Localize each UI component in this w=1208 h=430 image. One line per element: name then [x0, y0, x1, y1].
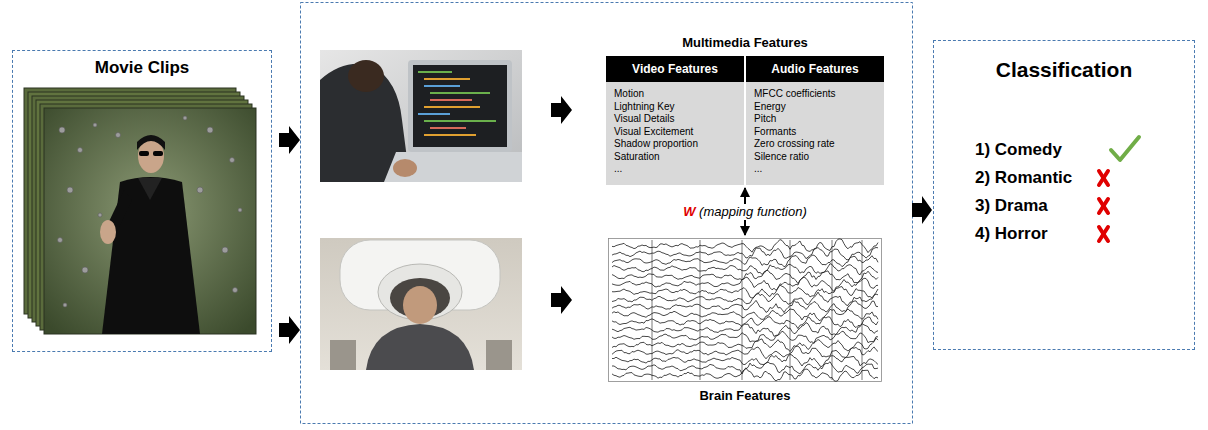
check-mark: [1111, 137, 1139, 160]
meg-scanner-photo: [320, 238, 522, 370]
edge-label: W (mapping function): [679, 204, 811, 220]
feature-table: Multimedia FeaturesVideo FeaturesAudio F…: [606, 32, 884, 187]
feature-item: Zero crossing rate: [754, 138, 882, 150]
output-panel: Classification 1) Comedy 2) Romantic 3) Dra…: [933, 40, 1195, 350]
column-header: Audio Features: [746, 62, 884, 76]
eeg-trace: [612, 368, 878, 381]
feature-item: Shadow proportion: [614, 138, 742, 150]
column-divider: [744, 56, 746, 185]
eeg-trace: [612, 255, 878, 267]
panel-caption: Brain Features: [606, 388, 884, 404]
feature-item: Pitch: [754, 113, 882, 125]
panel-title: Classification: [933, 58, 1195, 82]
cross-mark: [1099, 171, 1108, 241]
eeg-plot: [609, 239, 882, 382]
class-item: 2) Romantic: [975, 168, 1097, 188]
eeg-trace: [612, 270, 878, 283]
feature-item: Visual Excitement: [614, 126, 742, 138]
eeg-trace: [612, 248, 878, 260]
panel-title: Movie Clips: [12, 58, 272, 78]
eeg-trace: [612, 346, 878, 359]
eeg-trace: [612, 292, 878, 305]
feature-item: Visual Details: [614, 113, 742, 125]
processing-panel: [301, 3, 913, 424]
laptop-photo: [320, 50, 522, 182]
brain-panel: Brain Features: [606, 236, 884, 408]
eeg-trace: [612, 355, 878, 367]
eeg-trace: [612, 331, 878, 343]
feature-item: ...: [754, 163, 882, 175]
class-item: 3) Drama: [975, 196, 1097, 216]
eeg-trace: [612, 300, 878, 312]
eeg-trace: [612, 317, 878, 329]
eeg-trace: [612, 362, 878, 374]
feature-item: Saturation: [614, 151, 742, 163]
movie-clip-stack: [24, 88, 256, 334]
eeg-trace: [612, 338, 878, 351]
feature-item: Energy: [754, 101, 882, 113]
feature-item: Silence ratio: [754, 151, 882, 163]
feature-item: MFCC coefficients: [754, 88, 882, 100]
eeg-trace: [612, 277, 878, 291]
eeg-trace: [612, 264, 878, 275]
feature-item: Lightning Key: [614, 101, 742, 113]
feature-item: Formants: [754, 126, 882, 138]
feature-item: ...: [614, 163, 742, 175]
class-item: 1) Comedy: [975, 140, 1097, 160]
class-item: 4) Horror: [975, 224, 1097, 244]
input-panel: Movie Clips: [12, 50, 272, 352]
column-header: Video Features: [606, 62, 744, 76]
eeg-trace: [612, 285, 878, 298]
feature-item: Motion: [614, 88, 742, 100]
table-title: Multimedia Features: [606, 35, 884, 51]
